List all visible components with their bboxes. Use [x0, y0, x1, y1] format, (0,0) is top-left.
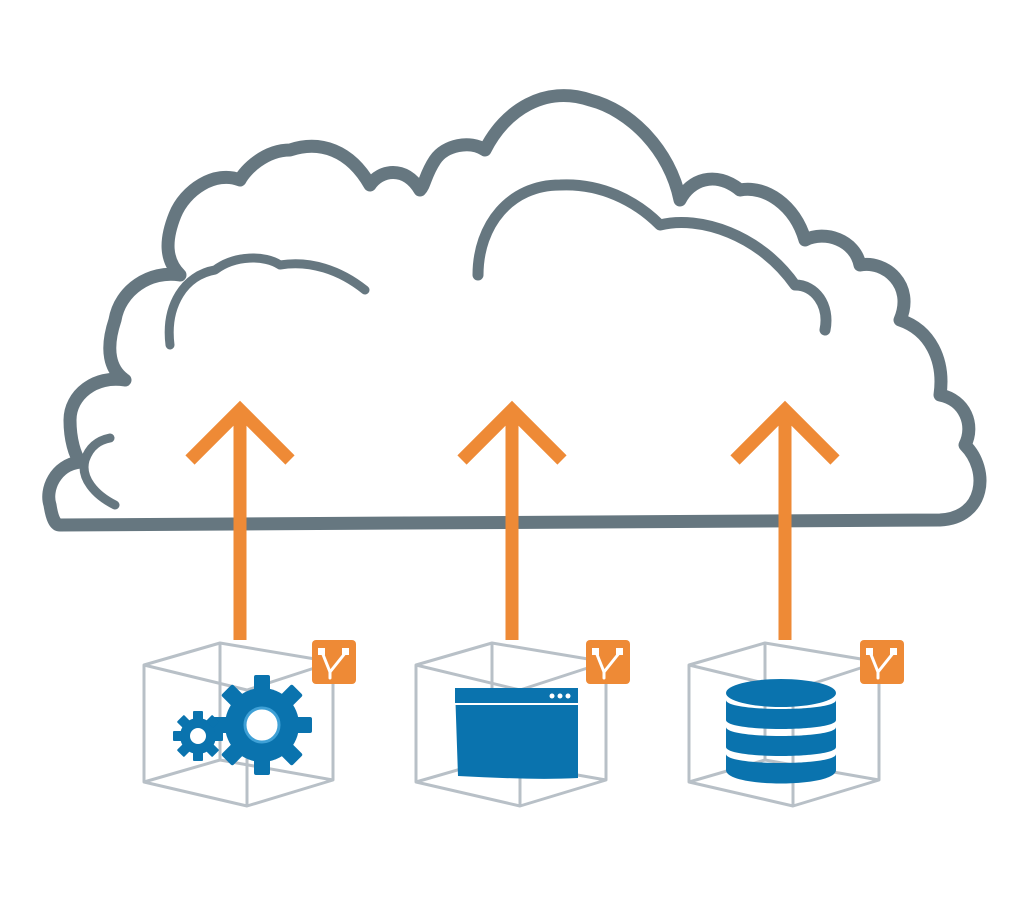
- network-node-icon: [586, 640, 630, 684]
- arrow-up-icon: [185, 400, 295, 640]
- container-gears: [142, 640, 356, 808]
- arrows: [185, 400, 840, 640]
- cloud-inner-curve-right: [472, 179, 832, 336]
- browser-window-icon: [455, 688, 578, 779]
- arrow-up-icon: [730, 400, 840, 640]
- cloud-outline: [42, 89, 987, 532]
- network-node-icon: [860, 640, 904, 684]
- gears-icon: [173, 675, 312, 775]
- database-icon: [726, 679, 836, 784]
- cloud-icon: [42, 89, 987, 532]
- cloud-inner-curve-bottom-left: [79, 433, 120, 510]
- arrow-up-icon: [457, 400, 567, 640]
- container-database: [687, 640, 904, 808]
- cloud-inner-curve-left: [164, 253, 370, 350]
- network-node-icon: [312, 640, 356, 684]
- container-browser: [414, 640, 630, 808]
